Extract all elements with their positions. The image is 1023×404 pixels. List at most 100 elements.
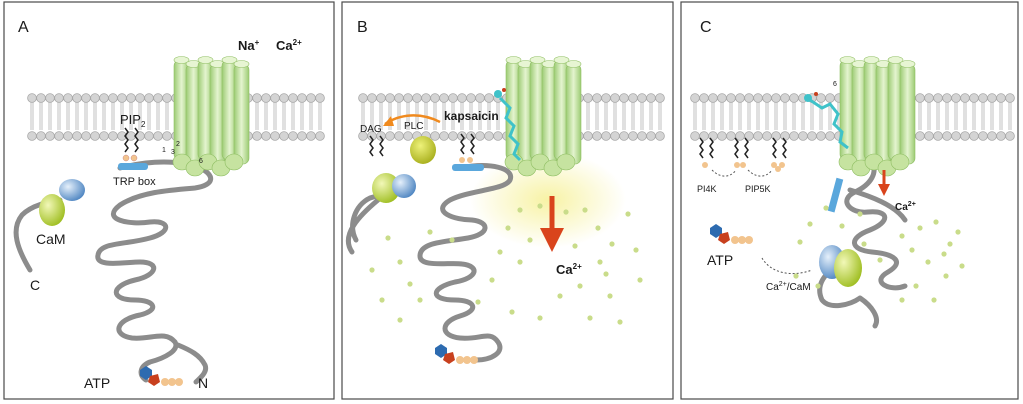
panel-letter: C	[700, 19, 712, 36]
atp-molecule	[710, 224, 753, 244]
ion-dot	[955, 229, 961, 235]
calcium-influx-arrowhead	[878, 184, 890, 196]
channel-helix-top	[887, 56, 904, 64]
pip2-lipid	[459, 133, 475, 163]
channel-base-lobe	[556, 153, 576, 171]
atp-molecule	[435, 344, 478, 364]
dag-label: DAG	[360, 124, 382, 135]
ion-dot	[861, 241, 867, 247]
trp-box	[118, 163, 148, 170]
channel-helix-top	[553, 56, 570, 64]
protein-chain	[345, 163, 514, 363]
plc-enzyme	[410, 136, 436, 164]
ion-dot	[617, 319, 623, 325]
protein-chain	[817, 157, 908, 329]
plc-label: PLC	[404, 121, 423, 132]
helix-label-6: 6	[833, 81, 837, 88]
dag-lipid	[369, 135, 384, 157]
calmodulin	[819, 245, 862, 287]
ion-dot	[497, 249, 503, 255]
ion-dot	[899, 297, 905, 303]
helix-label-6: 6	[199, 158, 203, 165]
calcium-label: Ca2+	[556, 262, 582, 277]
panel-c: C 6 PI4K PIP5K Ca2+ ATP Ca2+/CaM	[680, 1, 1019, 400]
calcium-label: Ca2+	[895, 201, 916, 213]
ion-dot	[823, 205, 829, 211]
cam-label: CaM	[36, 231, 66, 247]
ion-dot	[407, 281, 413, 287]
ion-dot	[607, 293, 613, 299]
channel	[172, 56, 250, 177]
trp-box	[452, 164, 484, 171]
channel-helix-top	[173, 56, 190, 64]
channel-helix	[565, 63, 582, 165]
ion-dot	[839, 223, 845, 229]
atp-molecule	[140, 366, 183, 386]
ion-dot	[917, 225, 923, 231]
helix-label-2: 2	[176, 141, 180, 148]
ion-dot	[933, 219, 939, 225]
ion-dot	[815, 283, 821, 289]
plc-arrowhead	[383, 116, 394, 126]
channel-helix-top	[863, 56, 880, 64]
ion-dot	[625, 211, 631, 217]
ion-dot	[517, 207, 523, 213]
ion-dot	[943, 273, 949, 279]
pi4k-lipid	[699, 137, 714, 168]
ion-dot	[379, 297, 385, 303]
ion-label-ca: Ca2+	[276, 38, 302, 53]
channel-helix-top	[233, 60, 250, 68]
channel-base-lobe	[224, 153, 244, 171]
atp-label: ATP	[84, 375, 110, 391]
pi4k-label: PI4K	[697, 184, 717, 194]
ion-dot	[857, 211, 863, 217]
ion-dot	[807, 221, 813, 227]
channel-base-lobe	[890, 153, 910, 171]
ion-dot	[527, 237, 533, 243]
pip5k-arrow	[747, 169, 773, 177]
channel-helix-top	[839, 56, 856, 64]
ion-dot	[913, 283, 919, 289]
ion-dot	[931, 297, 937, 303]
ion-dot	[637, 277, 643, 283]
ion-dot	[563, 209, 569, 215]
ion-dot	[509, 309, 515, 315]
calmodulin	[39, 179, 85, 226]
ion-dot	[633, 247, 639, 253]
ion-dots	[793, 205, 965, 303]
ion-dot	[793, 273, 799, 279]
ion-dot	[397, 317, 403, 323]
channel	[838, 56, 916, 177]
ion-dot	[537, 315, 543, 321]
trp-box	[827, 177, 844, 213]
ion-dot	[517, 259, 523, 265]
pip2-label: PIP2	[120, 112, 146, 129]
ion-dot	[572, 243, 578, 249]
ion-dot	[449, 237, 455, 243]
ion-dot	[909, 247, 915, 253]
calcium-influx-arrowhead	[540, 228, 564, 252]
ion-dot	[941, 251, 947, 257]
ion-dot	[959, 263, 965, 269]
pi4k-arrow	[711, 169, 737, 177]
ion-dot	[369, 267, 375, 273]
ion-dot	[603, 271, 609, 277]
pip5k-label: PIP5K	[745, 184, 771, 194]
pip-lipid	[734, 137, 749, 168]
pip2-lipid	[771, 137, 787, 172]
n-terminus-label: N	[198, 375, 208, 391]
channel-helix-top	[221, 56, 238, 64]
ion-dot	[557, 293, 563, 299]
cam-binding-arrow	[761, 257, 813, 274]
capsaicin-molecule	[804, 92, 849, 150]
ion-dot	[899, 233, 905, 239]
helix-label-1: 1	[162, 147, 166, 154]
panel-letter: A	[18, 19, 29, 36]
ca-cam-label: Ca2+/CaM	[766, 281, 811, 293]
c-terminus-label: C	[30, 277, 40, 293]
capsaicin-label: kapsaicin	[444, 109, 499, 123]
ion-dot	[397, 259, 403, 265]
ion-dot	[797, 239, 803, 245]
ion-dot	[427, 229, 433, 235]
channel-helix	[899, 63, 916, 165]
